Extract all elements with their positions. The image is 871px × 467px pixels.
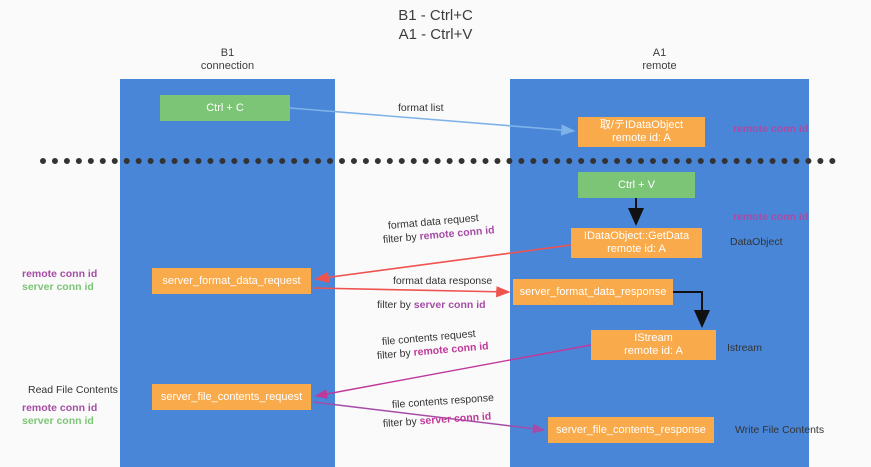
box-idataobject-remote-id: remote id: A (612, 132, 671, 144)
filter-prefix: filter by (376, 346, 415, 362)
filter-prefix: filter by (382, 230, 421, 246)
box-server-format-data-response[interactable]: server_format_data_response (513, 279, 673, 305)
box-server-format-data-response-label: server_format_data_response (519, 285, 667, 298)
filter-key-server-conn-id: server conn id (419, 410, 492, 428)
phase-divider (40, 158, 836, 164)
annotation-right-remote-conn-id-mid: remote conn id (733, 211, 809, 223)
box-server-format-data-request-label: server_format_data_request (162, 274, 301, 287)
title-line-2: A1 - Ctrl+V (398, 26, 473, 43)
box-server-file-contents-request-label: server_file_contents_request (160, 390, 303, 403)
box-idataobject-label: 取/テIDataObject (599, 119, 684, 131)
box-getdata-label: IDataObject::GetData (583, 230, 690, 242)
lane-header-b1-name: B1 (220, 47, 235, 59)
annotation-left-remote-conn-id-top: remote conn id (22, 268, 98, 280)
box-istream-label: IStream (634, 332, 673, 344)
box-istream-remote-id: remote id: A (624, 345, 683, 357)
box-idataobject-getdata[interactable]: IDataObject::GetData remote id: A (571, 228, 702, 258)
edge-label-file-contents-response-filter: filter by server conn id (383, 410, 492, 431)
title-line-1: B1 - Ctrl+C (398, 7, 473, 24)
annotation-right-remote-conn-id-top: remote conn id (733, 123, 809, 135)
edge-label-format-data-response: format data response (393, 275, 493, 287)
lane-header-a1: A1 remote (510, 47, 809, 73)
edge-label-format-data-response-filter: filter by server conn id (377, 299, 486, 312)
edge-label-file-contents-response: file contents response (391, 391, 495, 411)
filter-prefix: filter by (382, 415, 421, 430)
box-server-file-contents-response-label: server_file_contents_response (556, 423, 706, 436)
annotation-right-write-file-contents: Write File Contents (735, 424, 825, 436)
annotation-left-server-conn-id-bottom: server conn id (22, 415, 94, 427)
lane-header-a1-subtitle: remote (642, 60, 677, 72)
box-ctrl-v-label: Ctrl + V (618, 178, 655, 191)
filter-prefix: filter by (377, 299, 414, 311)
annotation-right-dataobject: DataObject (730, 236, 783, 248)
diagram-title: B1 - Ctrl+C A1 - Ctrl+V (0, 6, 871, 44)
box-idataobject[interactable]: 取/テIDataObject remote id: A (578, 117, 705, 147)
box-ctrl-c-label: Ctrl + C (206, 101, 244, 114)
box-server-format-data-request[interactable]: server_format_data_request (152, 268, 311, 294)
box-getdata-remote-id: remote id: A (607, 243, 666, 255)
annotation-left-remote-conn-id-bottom: remote conn id (22, 402, 98, 414)
annotation-left-read-file-contents: Read File Contents (28, 384, 118, 396)
box-ctrl-v[interactable]: Ctrl + V (578, 172, 695, 198)
box-ctrl-c[interactable]: Ctrl + C (160, 95, 290, 121)
box-server-file-contents-response[interactable]: server_file_contents_response (548, 417, 714, 443)
edge-format-data-response (312, 286, 511, 298)
box-istream[interactable]: IStream remote id: A (591, 330, 716, 360)
lane-header-a1-name: A1 (652, 47, 667, 59)
annotation-right-istream: Istream (727, 342, 763, 354)
box-server-file-contents-request[interactable]: server_file_contents_request (152, 384, 311, 410)
filter-key-server-conn-id: server conn id (413, 299, 486, 311)
annotation-left-server-conn-id-top: server conn id (22, 281, 94, 293)
lane-header-b1-subtitle: connection (200, 60, 255, 72)
edge-label-format-list: format list (398, 102, 444, 114)
lane-header-b1: B1 connection (120, 47, 335, 73)
